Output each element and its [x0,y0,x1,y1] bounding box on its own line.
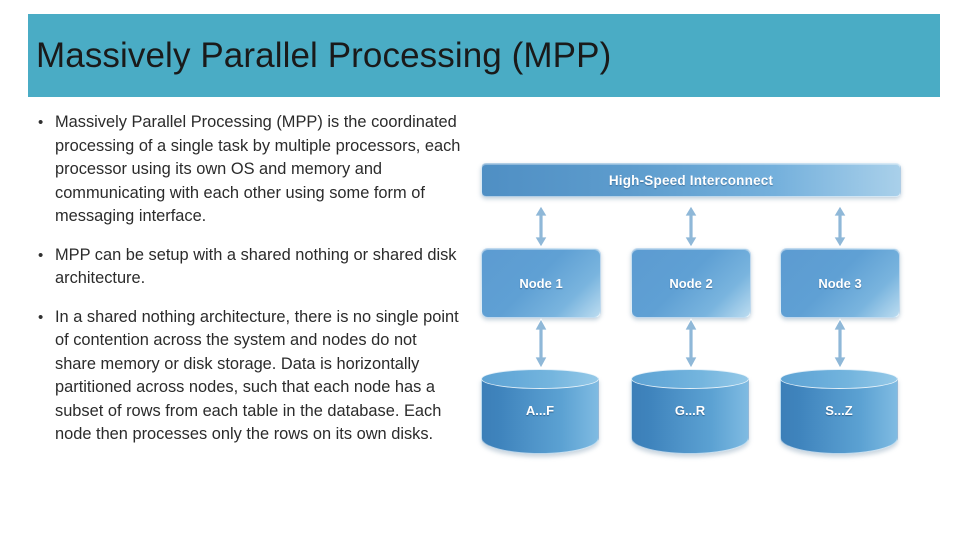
cylinder-body [780,378,898,454]
bullet-marker-icon: • [38,308,44,326]
cylinder-body [481,378,599,454]
list-item: • Massively Parallel Processing (MPP) is… [30,111,462,229]
node-box: Node 1 [481,248,601,318]
double-arrow-icon [481,318,601,369]
double-arrow-icon [481,205,601,248]
bullet-marker-icon: • [38,114,44,131]
bullet-text: Massively Parallel Processing (MPP) is t… [55,113,461,225]
node-box: Node 2 [631,248,751,318]
database-cylinder: A...F [481,369,599,461]
bullet-list: • Massively Parallel Processing (MPP) is… [30,111,462,462]
cylinder-top-ellipse [481,369,599,389]
double-arrow-icon [631,205,751,248]
cylinder-top-ellipse [631,369,749,389]
database-label: A...F [525,403,555,418]
node-label: Node 1 [519,275,563,291]
list-item: • In a shared nothing architecture, ther… [30,306,462,447]
double-arrow-icon [780,318,900,369]
database-label: S...Z [825,403,853,418]
node-column: Node 2 G...R [631,205,751,461]
double-arrow-icon [780,205,900,248]
database-cylinder: G...R [631,369,749,461]
mpp-architecture-diagram: High-Speed Interconnect Node 1 A...F [470,150,920,480]
cylinder-body [631,378,749,454]
bullet-text: In a shared nothing architecture, there … [55,307,459,444]
interconnect-label: High-Speed Interconnect [608,172,774,188]
cylinder-top-ellipse [780,369,898,389]
node-label: Node 3 [818,275,862,291]
page-title: Massively Parallel Processing (MPP) [36,35,612,75]
high-speed-interconnect-bar: High-Speed Interconnect [481,163,901,197]
bullet-text: MPP can be setup with a shared nothing o… [55,245,457,288]
bullet-marker-icon: • [38,246,44,264]
node-box: Node 3 [780,248,900,318]
database-label: G...R [674,403,706,418]
node-label: Node 2 [669,275,713,291]
node-column: Node 1 A...F [481,205,601,461]
double-arrow-icon [631,318,751,369]
slide-title-banner: Massively Parallel Processing (MPP) [28,14,940,97]
list-item: • MPP can be setup with a shared nothing… [30,244,462,291]
node-column: Node 3 S...Z [780,205,900,461]
database-cylinder: S...Z [780,369,898,461]
